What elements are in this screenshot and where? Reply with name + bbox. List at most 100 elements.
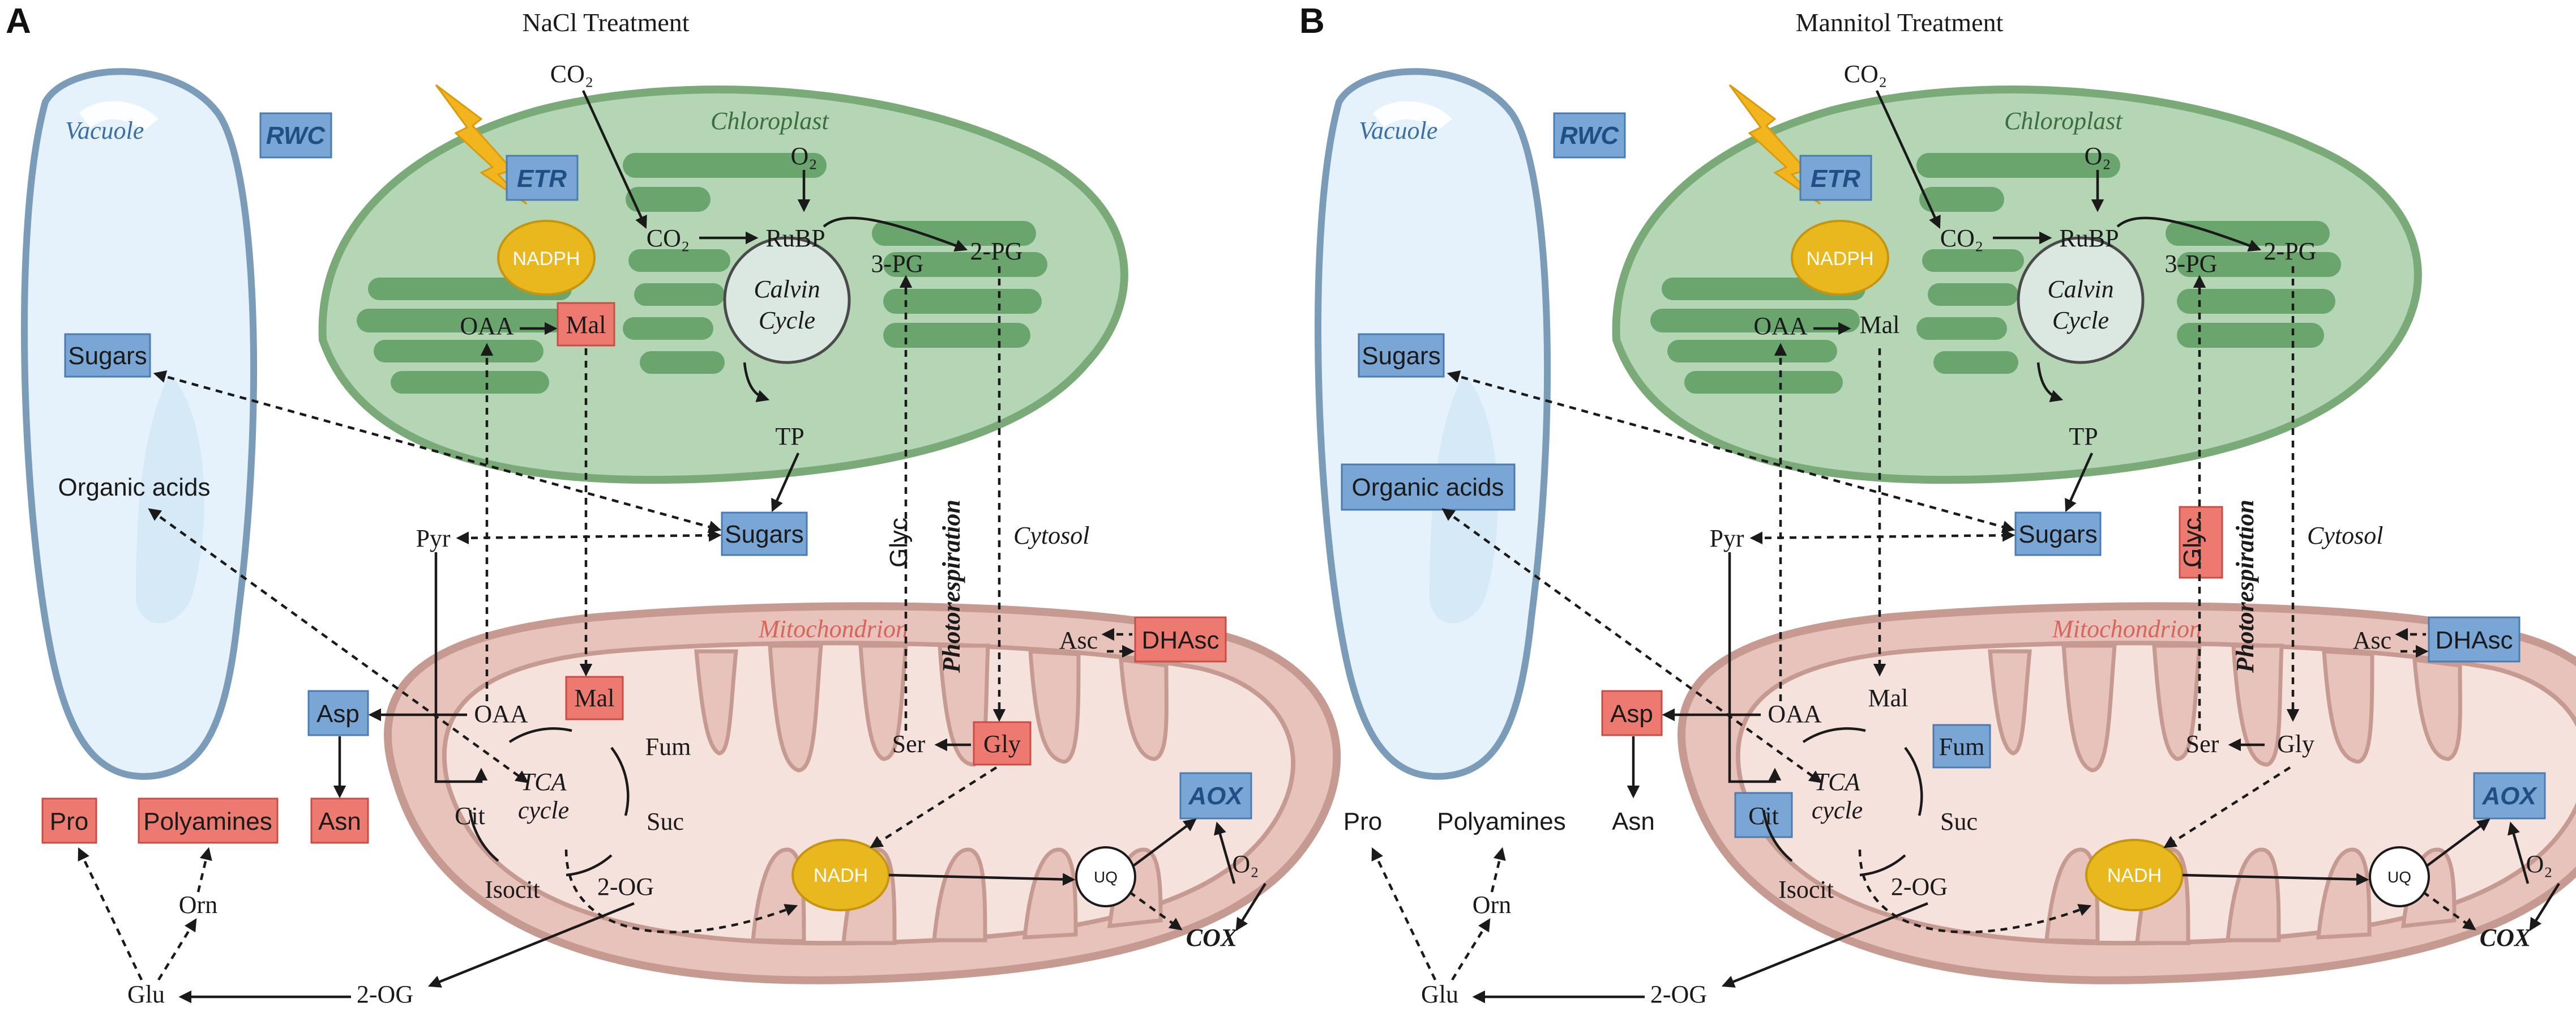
vacuole-label: Vacuole: [1359, 117, 1437, 144]
svg-text:AOX: AOX: [1188, 782, 1244, 810]
svg-text:Organic acids: Organic acids: [1351, 473, 1504, 501]
cox-label: COX: [1186, 924, 1238, 952]
svg-text:Fum: Fum: [1939, 733, 1985, 761]
lightning-icon: [1728, 84, 1821, 205]
o2-top: O₂: [2084, 142, 2111, 170]
svg-text:Asp: Asp: [1610, 700, 1653, 728]
co2-in: CO₂: [1940, 224, 1983, 252]
dhasc-box: DHAsc: [1134, 616, 1227, 663]
asn-box: Asn: [1612, 808, 1655, 835]
mitochondrion-label: Mitochondrion: [758, 615, 908, 643]
o2-mito: O₂: [1232, 850, 1259, 878]
svg-text:Polyamines: Polyamines: [143, 808, 272, 835]
o2-top: O₂: [790, 142, 817, 170]
suc: Suc: [647, 808, 684, 835]
tca-label-1: TCA: [1815, 768, 1861, 796]
uq-circle: [1075, 846, 1136, 907]
co2-top: CO₂: [1844, 60, 1887, 88]
nadph-circle: [1791, 220, 1889, 296]
calvin-label-1: Calvin: [754, 275, 820, 303]
svg-text:Glyc: Glyc: [2179, 518, 2206, 568]
svg-text:RWC: RWC: [266, 122, 326, 150]
panel-title: Mannitol Treatment: [1796, 8, 2004, 37]
svg-text:Sugars: Sugars: [2018, 521, 2097, 548]
pyr: Pyr: [416, 524, 450, 552]
nadph-label: NADPH: [512, 248, 580, 270]
pathway-arrows: [78, 90, 1266, 1004]
co2-in: CO₂: [647, 224, 690, 252]
pathway-arrows: [1371, 90, 2560, 1004]
svg-text:Mal: Mal: [1860, 311, 1900, 339]
sugars-cyt-box: Sugars: [721, 511, 808, 556]
mal-chl-box: Mal: [557, 302, 615, 347]
pg2: 2-PG: [970, 237, 1023, 265]
cox-label: COX: [2480, 924, 2532, 952]
cytosol-label: Cytosol: [1013, 522, 1089, 549]
nadph-circle: [497, 220, 596, 296]
og2-cyt: 2-OG: [357, 980, 413, 1008]
photorespiration-label: Photorespiration: [2231, 500, 2259, 673]
svg-text:Pro: Pro: [1343, 808, 1382, 835]
chloroplast: Chloroplast Calvin Cycle: [318, 86, 1128, 484]
pro-box: Pro: [1343, 808, 1382, 835]
glyc-box: Glyc: [885, 518, 913, 568]
tp: TP: [775, 423, 804, 450]
svg-text:Polyamines: Polyamines: [1437, 808, 1565, 835]
svg-text:Asn: Asn: [1612, 808, 1655, 835]
svg-text:Sugars: Sugars: [725, 521, 803, 548]
vacuole-label: Vacuole: [65, 117, 144, 144]
sugars-cyt-box: Sugars: [2014, 511, 2102, 556]
co2-top: CO₂: [550, 60, 593, 88]
etr-box: ETR: [1799, 155, 1872, 201]
nadh-label: NADH: [814, 865, 868, 886]
mal-chl-box: Mal: [1860, 311, 1900, 339]
sugars-vac-box: Sugars: [1358, 333, 1445, 378]
calvin-label-2: Cycle: [759, 306, 815, 334]
svg-text:Gly: Gly: [2277, 730, 2314, 758]
panel-letter: B: [1299, 2, 1325, 41]
svg-text:Organic acids: Organic acids: [58, 473, 210, 501]
svg-text:Sugars: Sugars: [1362, 342, 1440, 370]
rwc-box: RWC: [259, 112, 332, 159]
oaa-chl: OAA: [1753, 312, 1808, 340]
asc: Asc: [1059, 626, 1098, 654]
panel-letter: A: [6, 2, 31, 41]
organic-acids-box: Organic acids: [1341, 463, 1516, 511]
gly-box: Gly: [2277, 730, 2314, 758]
svg-text:Sugars: Sugars: [68, 342, 147, 370]
pg3: 3-PG: [871, 250, 924, 278]
mitochondrion-label: Mitochondrion: [2052, 615, 2202, 643]
calvin-label-2: Cycle: [2052, 306, 2109, 334]
isocit: Isocit: [1778, 876, 1834, 903]
asp-box: Asp: [307, 690, 369, 736]
dhasc-box: DHAsc: [2428, 616, 2521, 663]
uq-circle: [2369, 846, 2430, 907]
mal-mito-box: Mal: [565, 676, 624, 720]
svg-text:ETR: ETR: [1811, 165, 1860, 193]
mitochondrion: Mitochondrion: [1678, 602, 2576, 984]
ser: Ser: [892, 730, 926, 758]
sugars-vac-box: Sugars: [64, 333, 151, 378]
rubp: RuBP: [765, 224, 825, 252]
cristae: [1988, 643, 2462, 945]
polyamines-box: Polyamines: [1437, 808, 1565, 835]
svg-text:AOX: AOX: [2481, 782, 2538, 810]
isocit: Isocit: [485, 876, 540, 903]
chloroplast: Chloroplast Calvin Cycle: [1612, 86, 2422, 484]
tp: TP: [2069, 423, 2098, 450]
calvin-cycle-circle: [2017, 236, 2145, 364]
pro-box: Pro: [41, 797, 97, 844]
rwc-box: RWC: [1553, 112, 1626, 159]
vacuole: Vacuole: [1315, 68, 1551, 780]
svg-text:DHAsc: DHAsc: [2436, 626, 2513, 654]
svg-text:RWC: RWC: [1560, 122, 1620, 150]
polyamines-box: Polyamines: [138, 797, 279, 844]
uq-label: UQ: [1094, 868, 1118, 886]
asp-box: Asp: [1601, 690, 1663, 736]
og2-cyt: 2-OG: [1650, 980, 1707, 1008]
oaa-chl: OAA: [460, 312, 514, 340]
aox-box: AOX: [2473, 772, 2546, 820]
lightning-icon: [435, 84, 528, 205]
uq-label: UQ: [2387, 868, 2411, 886]
